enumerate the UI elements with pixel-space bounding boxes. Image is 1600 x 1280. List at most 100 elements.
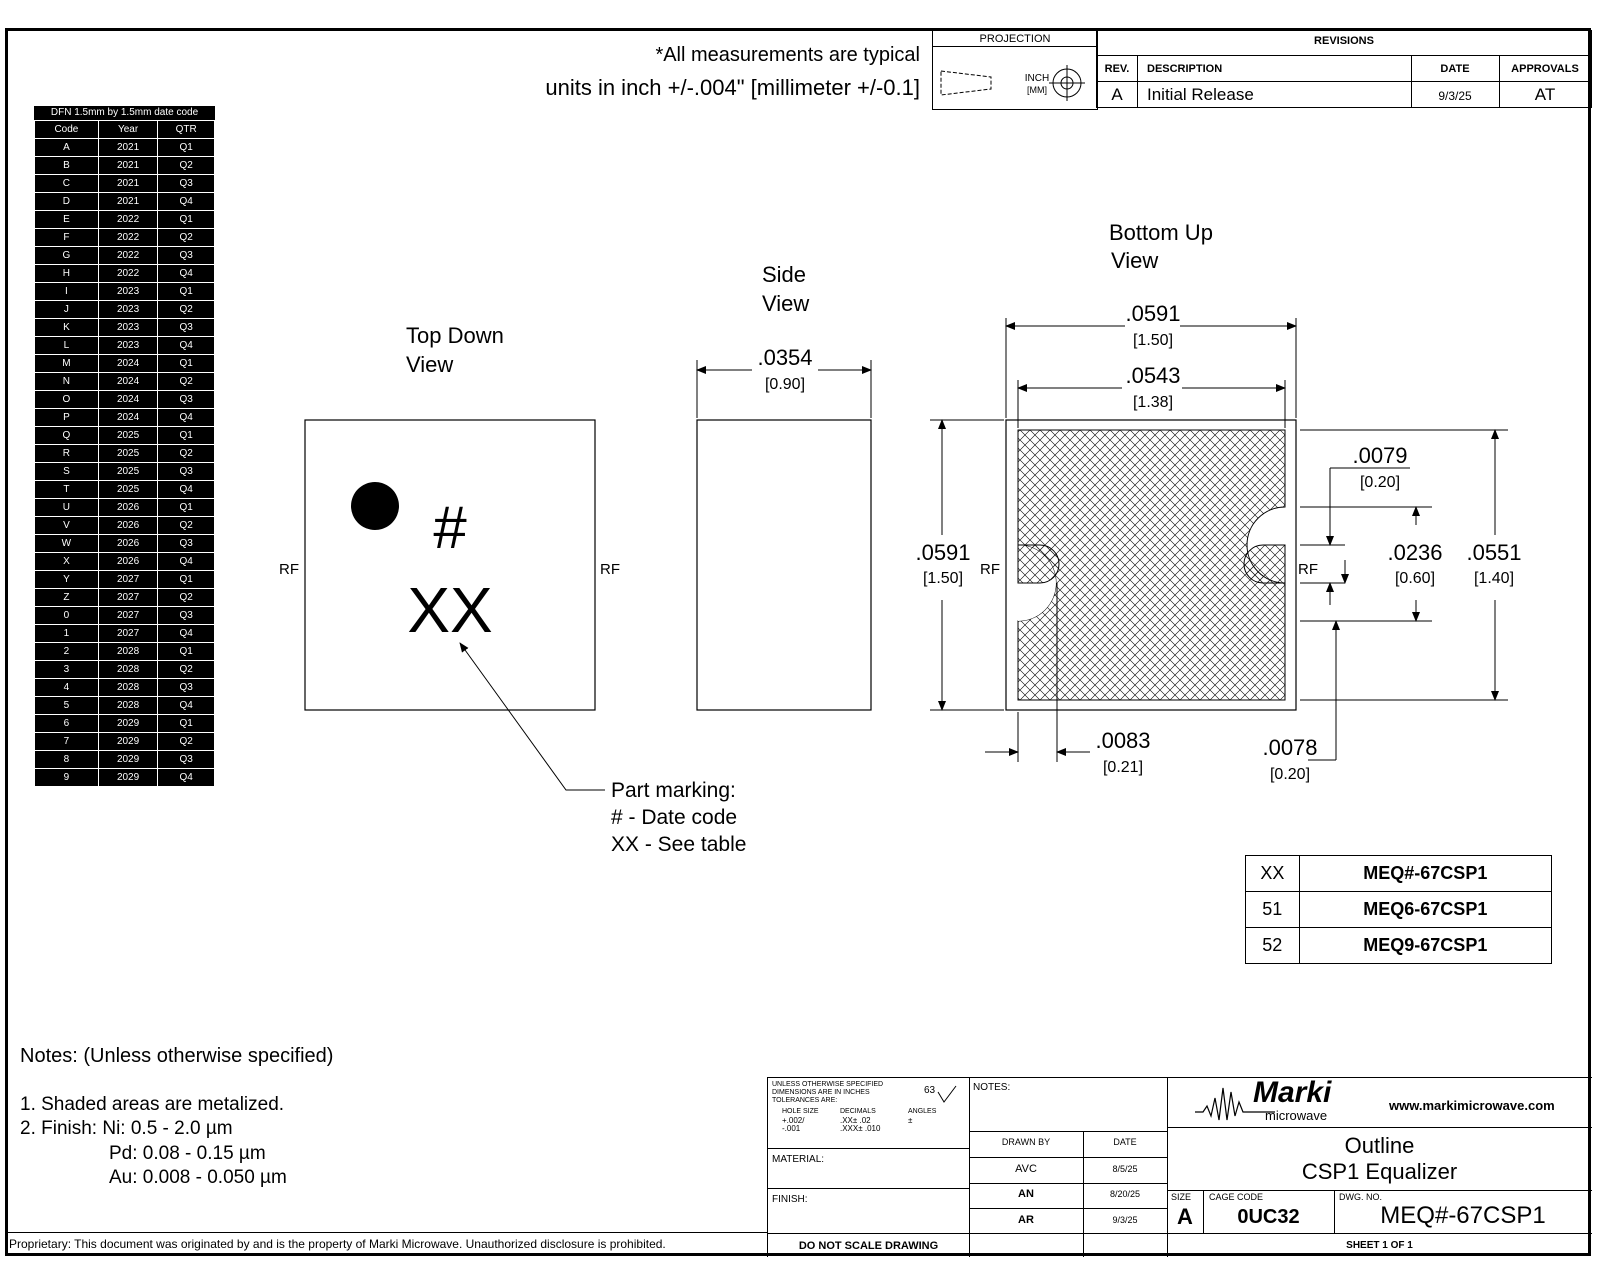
do-not-scale: DO NOT SCALE DRAWING: [798, 1240, 939, 1252]
tol-line1: UNLESS OTHERWISE SPECIFIED: [772, 1081, 884, 1088]
rf-right-label: RF: [600, 561, 620, 578]
surface-finish-value: 63: [924, 1085, 936, 1096]
sign-date-3: 9/3/25: [1112, 1215, 1138, 1225]
side-label-view: View: [762, 291, 809, 316]
top-down-label: Top Down: [406, 323, 504, 348]
rf-left-label: RF: [279, 561, 299, 578]
date-code-qtr: Q3: [157, 462, 215, 481]
surface-finish-icon: [937, 1085, 957, 1103]
tol-line2: DIMENSIONS ARE IN INCHES: [772, 1089, 870, 1096]
rev-date-value: 9/3/25: [1438, 89, 1472, 103]
tol-xxx: .XXX± .010: [840, 1124, 881, 1133]
drawn-by-3: AR: [1018, 1214, 1034, 1226]
date-code-mark: #: [433, 494, 467, 561]
marki-logo: Marki: [1253, 1076, 1332, 1109]
dim-rf-pad-inch: .0083: [1095, 728, 1150, 753]
part-mark: XX: [407, 574, 492, 646]
drawing-subtitle: CSP1 Equalizer: [1301, 1159, 1458, 1184]
description-value: Initial Release: [1147, 85, 1254, 104]
top-down-label-view: View: [406, 352, 453, 377]
size-label: SIZE: [1171, 1192, 1192, 1202]
pin1-dot-icon: [351, 482, 399, 530]
note-finish-pd: Pd: 0.08 - 0.15 µm: [109, 1143, 266, 1164]
side-label: Side: [762, 262, 806, 287]
rf-pad-right: [1243, 544, 1286, 584]
side-dim-mm: [0.90]: [765, 376, 805, 393]
notes-title: Notes: (Unless otherwise specified): [20, 1045, 334, 1067]
rev-value: A: [1111, 85, 1123, 104]
marking-code: XX: [1245, 855, 1300, 892]
date-code-code: J: [34, 300, 99, 319]
typical-note: *All measurements are typical: [655, 44, 920, 66]
drawing-frame: [5, 28, 1591, 1256]
rev-header: REV.: [1104, 63, 1130, 75]
finish-label: FINISH:: [772, 1194, 808, 1205]
part-number: MEQ9-67CSP1: [1298, 927, 1553, 964]
sign-date-2: 8/20/25: [1109, 1189, 1141, 1199]
dim-pad-width-mm: [1.38]: [1133, 394, 1173, 411]
top-down-view: Top Down View # XX RF RF Part marking: #…: [279, 323, 746, 856]
tol-hole-plus: +.002/: [782, 1116, 805, 1125]
rf-pad-left: [1017, 544, 1060, 584]
drawn-by-2: AN: [1018, 1188, 1034, 1200]
marking-code: 52: [1245, 927, 1300, 964]
side-outline: [696, 419, 872, 711]
dim-rf-gap-mm: [0.20]: [1360, 474, 1400, 491]
tolerance-note: units in inch +/-.004" [millimeter +/-0.…: [545, 75, 920, 100]
projection-unit-mm: [MM]: [1027, 85, 1047, 95]
drawing-title: Outline: [1344, 1133, 1415, 1158]
date-code-table: DFN 1.5mm by 1.5mm date code Code Year Q…: [34, 106, 215, 787]
signature-block: NOTES: DRAWN BY DATE AVC 8/5/25 AN 8/20/…: [969, 1078, 1168, 1257]
tb-notes-label: NOTES:: [973, 1082, 1011, 1093]
sign-date-1: 8/5/25: [1112, 1164, 1138, 1174]
approval-value: AT: [1534, 85, 1556, 104]
bottom-outline: [1005, 419, 1297, 711]
cage-value: 0UC32: [1237, 1206, 1300, 1228]
dim-pad-height-inch: .0551: [1466, 540, 1521, 565]
note-metalized: 1. Shaded areas are metalized.: [20, 1094, 285, 1115]
date-code-code: 9: [34, 768, 99, 787]
material-label: MATERIAL:: [772, 1154, 825, 1165]
bottom-up-view: Bottom Up View RF RF .0591 [1.50] .0543 …: [915, 220, 1521, 783]
tol-hole-header: HOLE SIZE: [782, 1108, 819, 1115]
revisions-title: REVISIONS: [1314, 35, 1374, 47]
tol-xx: .XX± .02: [840, 1116, 871, 1125]
sheet-number: SHEET 1 OF 1: [1346, 1240, 1413, 1251]
part-marking-hash: # - Date code: [611, 806, 737, 829]
part-number: MEQ#-67CSP1: [1298, 855, 1553, 892]
part-marking-leader: [459, 642, 605, 791]
projection-box: PROJECTION INCH [MM]: [932, 30, 1098, 110]
website: www.markimicrowave.com: [1389, 1098, 1555, 1113]
dim-height-mm: [1.50]: [923, 570, 963, 587]
side-view: Side View .0354 [0.90]: [696, 262, 872, 711]
projection-title: PROJECTION: [933, 32, 1097, 47]
size-value: A: [1177, 1204, 1193, 1229]
dim-width-mm: [1.50]: [1133, 332, 1173, 349]
dim-edge-mm: [0.20]: [1270, 766, 1310, 783]
dim-edge-inch: .0078: [1262, 735, 1317, 760]
marki-logo-sub: microwave: [1265, 1108, 1328, 1123]
marki-wave-icon: [1195, 1087, 1275, 1121]
dim-notch-inch: .0236: [1387, 540, 1442, 565]
projection-unit-inch: INCH: [1025, 73, 1049, 84]
company-block: Marki microwave www.markimicrowave.com O…: [1167, 1076, 1592, 1257]
